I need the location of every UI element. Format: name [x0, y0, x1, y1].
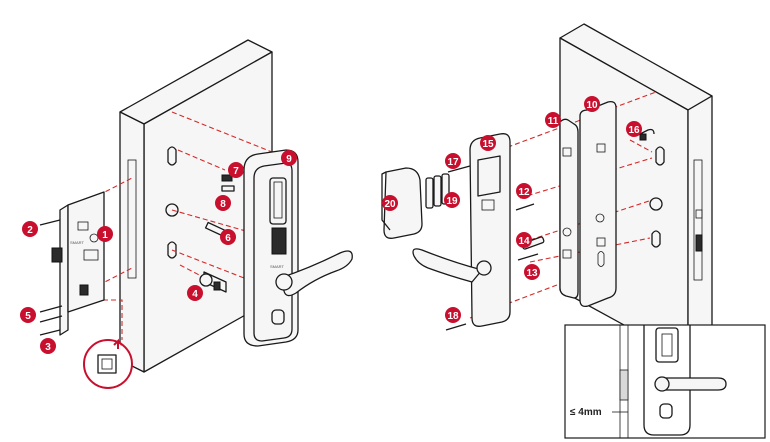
callout-17: 17 [445, 153, 461, 169]
svg-text:4: 4 [192, 289, 198, 300]
right-assembly [381, 23, 713, 361]
callout-7: 7 [228, 162, 244, 178]
euro-cylinder [199, 271, 227, 293]
callout-14: 14 [516, 232, 532, 248]
svg-text:17: 17 [447, 157, 459, 168]
smart-lock-handle-plate: SMART [243, 149, 353, 347]
callout-12: 12 [516, 183, 532, 199]
svg-text:SMART: SMART [70, 240, 84, 245]
callout-10: 10 [584, 96, 600, 112]
svg-text:7: 7 [233, 166, 239, 177]
svg-text:2: 2 [27, 225, 33, 236]
callout-16: 16 [626, 121, 642, 137]
inner-handle-plate [412, 133, 511, 327]
svg-text:20: 20 [384, 199, 396, 210]
mortise-lock-body: SMART [51, 191, 105, 336]
gap-label: ≤ 4mm [570, 407, 602, 418]
svg-text:19: 19 [446, 196, 458, 207]
battery-cover [381, 167, 423, 239]
callout-13: 13 [524, 264, 540, 280]
callout-18: 18 [445, 307, 461, 323]
svg-text:11: 11 [548, 116, 559, 127]
callout-1: 1 [97, 226, 113, 242]
svg-text:6: 6 [225, 233, 231, 244]
gap-inset: ≤ 4mm [564, 324, 766, 439]
svg-text:1: 1 [102, 230, 108, 241]
callout-badges: 1 2 3 4 5 6 7 8 9 10 11 12 13 14 15 16 1… [20, 96, 642, 354]
svg-text:10: 10 [586, 100, 598, 111]
svg-text:16: 16 [628, 125, 640, 136]
svg-text:9: 9 [286, 154, 292, 165]
mortise-screws [39, 219, 63, 336]
mounting-plate-outer [579, 100, 617, 308]
left-assembly: SMART [39, 39, 353, 389]
svg-text:5: 5 [25, 311, 31, 322]
callout-5: 5 [20, 307, 36, 323]
svg-text:18: 18 [447, 311, 459, 322]
callout-8: 8 [215, 195, 231, 211]
svg-text:13: 13 [526, 268, 538, 279]
svg-text:SMART: SMART [270, 264, 284, 269]
callout-2: 2 [22, 221, 38, 237]
callout-15: 15 [480, 135, 496, 151]
callout-20: 20 [382, 195, 398, 211]
svg-text:14: 14 [518, 236, 530, 247]
left-door-slab [119, 39, 273, 373]
svg-text:8: 8 [220, 199, 226, 210]
callout-19: 19 [444, 192, 460, 208]
svg-text:15: 15 [482, 139, 494, 150]
callout-11: 11 [545, 112, 561, 128]
callout-6: 6 [220, 229, 236, 245]
svg-text:3: 3 [45, 342, 51, 353]
strike-detail [83, 338, 133, 389]
batteries [425, 173, 450, 209]
callout-3: 3 [40, 338, 56, 354]
mounting-plate-inner [559, 118, 579, 299]
callout-9: 9 [281, 150, 297, 166]
svg-text:12: 12 [518, 187, 530, 198]
callout-4: 4 [187, 285, 203, 301]
